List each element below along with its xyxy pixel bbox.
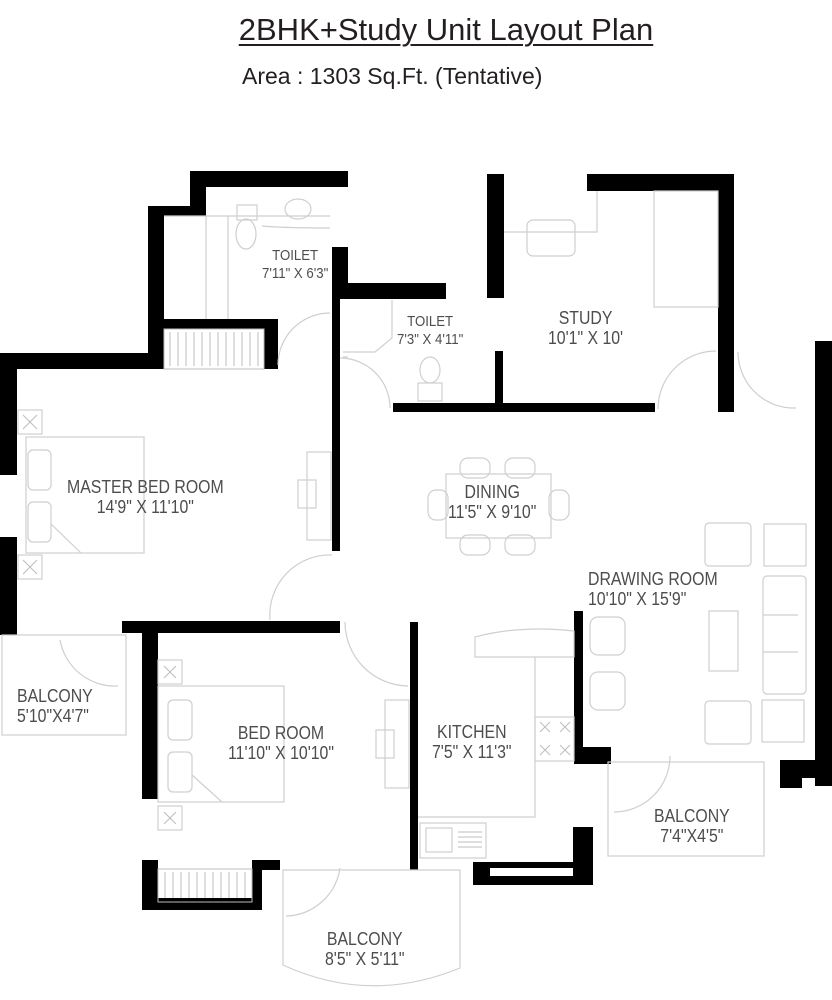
room-size: 7'5" X 11'3" <box>432 742 512 762</box>
room-label-balcony-1: BALCONY 5'10"X4'7" <box>17 686 93 726</box>
room-label-toilet-1: TOILET 7'11" X 6'3" <box>262 247 328 283</box>
plan-title-text: 2BHK+Study Unit Layout Plan <box>238 12 654 47</box>
room-name: BED ROOM <box>237 723 325 743</box>
room-size: 7'4"X4'5" <box>660 826 724 846</box>
room-label-bedroom: BED ROOM 11'10" X 10'10" <box>228 723 334 763</box>
room-name: TOILET <box>272 247 319 264</box>
room-name: KITCHEN <box>437 722 507 742</box>
room-name: BALCONY <box>654 806 730 826</box>
room-label-study: STUDY 10'1" X 10' <box>548 308 623 348</box>
room-label-dining: DINING 11'5" X 9'10" <box>448 482 536 522</box>
room-size: 10'1" X 10' <box>548 328 624 348</box>
room-name: TOILET <box>407 313 454 330</box>
room-label-kitchen: KITCHEN 7'5" X 11'3" <box>432 722 512 762</box>
room-label-balcony-3: BALCONY 8'5" X 5'11" <box>325 929 405 969</box>
room-name: MASTER BED ROOM <box>67 477 224 497</box>
walls <box>0 171 832 910</box>
room-size: 11'5" X 9'10" <box>448 502 537 522</box>
room-name: BALCONY <box>17 686 93 706</box>
room-name: STUDY <box>558 308 613 328</box>
room-name: BALCONY <box>326 929 403 949</box>
room-size: 7'11" X 6'3" <box>262 265 329 282</box>
room-label-balcony-2: BALCONY 7'4"X4'5" <box>654 806 730 846</box>
room-size: 11'10" X 10'10" <box>228 743 334 763</box>
room-size: 8'5" X 5'11" <box>325 949 405 969</box>
room-size: 14'9" X 11'10" <box>96 497 194 517</box>
room-label-toilet-2: TOILET 7'3" X 4'11" <box>397 313 463 349</box>
room-name: DRAWING ROOM <box>588 569 718 589</box>
room-size: 7'3" X 4'11" <box>397 331 464 348</box>
plan-title: 2BHK+Study Unit Layout Plan <box>0 12 832 48</box>
area-subtitle: Area : 1303 Sq.Ft. (Tentative) <box>242 63 543 89</box>
room-label-master-bedroom: MASTER BED ROOM 14'9" X 11'10" <box>67 477 224 517</box>
room-size: 10'10" X 15'9" <box>588 589 687 609</box>
fixtures <box>1 190 807 987</box>
room-name: DINING <box>464 482 520 502</box>
room-label-drawing-room: DRAWING ROOM 10'10" X 15'9" <box>588 569 718 609</box>
room-size: 5'10"X4'7" <box>17 706 89 726</box>
